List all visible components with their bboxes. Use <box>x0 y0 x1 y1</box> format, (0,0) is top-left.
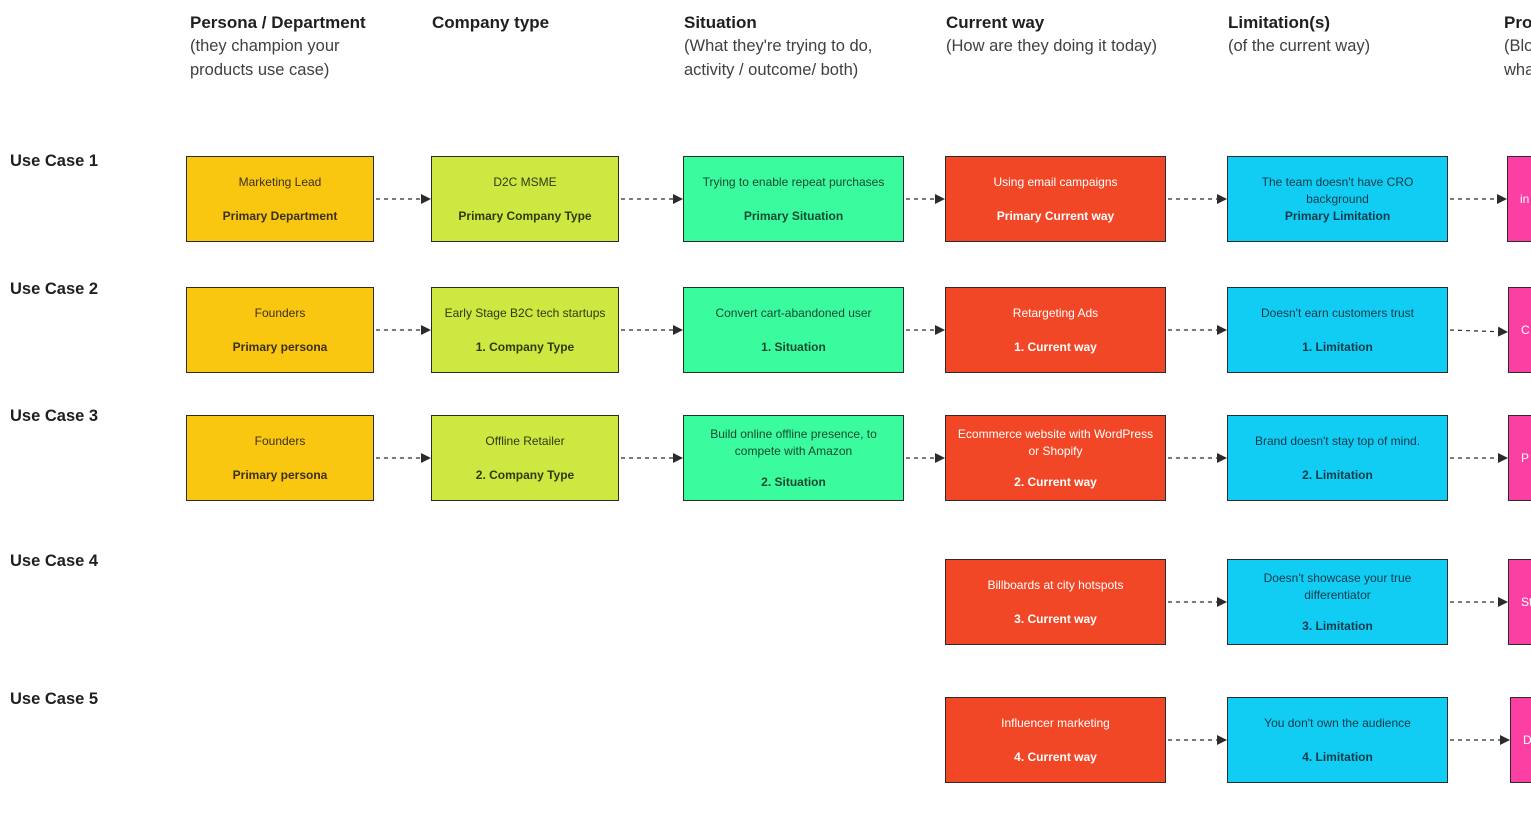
card-text: Founders <box>254 433 306 448</box>
card-product-5[interactable]: D <box>1510 697 1531 783</box>
card-situation-1[interactable]: Trying to enable repeat purchases Primar… <box>683 156 904 242</box>
card-current-1[interactable]: Using email campaigns Primary Current wa… <box>945 156 1166 242</box>
card-text: Retargeting Ads <box>1012 305 1099 320</box>
card-text: Marketing Lead <box>238 174 322 189</box>
card-product-1[interactable]: in <box>1507 156 1531 242</box>
header-situation: Situation (What they're trying to do, ac… <box>684 12 872 82</box>
card-tag: Primary Company Type <box>458 208 592 223</box>
card-limitation-1[interactable]: The team doesn't have CRO background Pri… <box>1227 156 1448 242</box>
arrow-r2-limitation-product <box>1449 326 1508 337</box>
card-tag: 2. Company Type <box>475 467 575 482</box>
card-tag: 3. Limitation <box>1302 618 1373 633</box>
card-company-3[interactable]: Offline Retailer 2. Company Type <box>431 415 619 501</box>
row-label-use-case-4: Use Case 4 <box>10 552 99 570</box>
header-company: Company type <box>432 12 549 34</box>
card-text: Founders <box>254 305 306 320</box>
card-tag: 3. Current way <box>1014 611 1097 626</box>
header-persona-sub-2: products use case) <box>190 61 330 79</box>
card-tag: Primary Current way <box>996 208 1115 223</box>
card-tag: 4. Current way <box>1014 749 1097 764</box>
card-tag: Primary persona <box>232 339 328 354</box>
card-persona-3[interactable]: Founders Primary persona <box>186 415 374 501</box>
card-text: Doesn't earn customers trust <box>1260 305 1415 320</box>
header-limitation: Limitation(s) (of the current way) <box>1228 12 1370 58</box>
card-tag: 1. Company Type <box>475 339 575 354</box>
header-situation-title: Situation <box>684 13 757 32</box>
card-situation-2[interactable]: Convert cart-abandoned user 1. Situation <box>683 287 904 373</box>
card-text: in <box>1520 191 1530 206</box>
card-tag: 2. Current way <box>1014 474 1097 489</box>
card-current-4[interactable]: Billboards at city hotspots 3. Current w… <box>945 559 1166 645</box>
row-label-use-case-3: Use Case 3 <box>10 407 99 425</box>
card-limitation-4[interactable]: Doesn't showcase your true differentiato… <box>1227 559 1448 645</box>
card-persona-1[interactable]: Marketing Lead Primary Department <box>186 156 374 242</box>
card-limitation-5[interactable]: You don't own the audience 4. Limitation <box>1227 697 1448 783</box>
header-product-sub-1: (Blo <box>1504 37 1531 55</box>
card-tag: 1. Situation <box>761 339 826 354</box>
header-product-sub-2: wha <box>1504 61 1531 79</box>
card-text: You don't own the audience <box>1264 715 1411 730</box>
card-limitation-2[interactable]: Doesn't earn customers trust 1. Limitati… <box>1227 287 1448 373</box>
card-tag: Primary Limitation <box>1284 208 1391 223</box>
card-tag: 1. Current way <box>1014 339 1097 354</box>
card-text: Offline Retailer <box>485 433 565 448</box>
header-persona: Persona / Department (they champion your… <box>190 12 366 82</box>
header-current-title: Current way <box>946 13 1045 32</box>
card-text: Early Stage B2C tech startups <box>444 305 606 320</box>
card-text: C <box>1521 322 1530 337</box>
card-tag: 4. Limitation <box>1302 749 1373 764</box>
card-limitation-3[interactable]: Brand doesn't stay top of mind. 2. Limit… <box>1227 415 1448 501</box>
card-text: Using email campaigns <box>993 174 1118 189</box>
header-situation-sub-2: activity / outcome/ both) <box>684 61 859 79</box>
card-tag: 1. Limitation <box>1302 339 1373 354</box>
card-current-3[interactable]: Ecommerce website with WordPress or Shop… <box>945 415 1166 501</box>
header-situation-sub-1: (What they're trying to do, <box>684 37 873 55</box>
card-product-3[interactable]: P <box>1508 415 1531 501</box>
card-persona-2[interactable]: Founders Primary persona <box>186 287 374 373</box>
card-text: D2C MSME <box>493 174 557 189</box>
card-text: Brand doesn't stay top of mind. <box>1254 433 1421 448</box>
card-text: Ecommerce website with WordPress or Shop… <box>957 426 1154 458</box>
header-product: Pro (Blo wha <box>1504 12 1531 82</box>
card-tag: Primary Department <box>222 208 338 223</box>
header-company-title: Company type <box>432 13 550 32</box>
card-text: D <box>1523 732 1531 747</box>
header-persona-sub-1: (they champion your <box>190 37 340 55</box>
card-current-5[interactable]: Influencer marketing 4. Current way <box>945 697 1166 783</box>
card-text: Trying to enable repeat purchases <box>702 174 885 189</box>
card-product-4[interactable]: St <box>1508 559 1531 645</box>
card-text: Influencer marketing <box>1001 715 1110 730</box>
card-company-1[interactable]: D2C MSME Primary Company Type <box>431 156 619 242</box>
card-tag: 2. Situation <box>761 474 826 489</box>
card-text: Build online offline presence, to compet… <box>710 426 877 458</box>
card-tag: 2. Limitation <box>1302 467 1373 482</box>
header-limitation-sub-1: (of the current way) <box>1228 37 1371 55</box>
card-company-2[interactable]: Early Stage B2C tech startups 1. Company… <box>431 287 619 373</box>
card-tag: Primary persona <box>232 467 328 482</box>
row-label-use-case-1: Use Case 1 <box>10 152 99 170</box>
card-tag: Primary Situation <box>743 208 844 223</box>
card-text: Convert cart-abandoned user <box>715 305 872 320</box>
row-label-use-case-2: Use Case 2 <box>10 280 99 298</box>
card-situation-3[interactable]: Build online offline presence, to compet… <box>683 415 904 501</box>
header-limitation-title: Limitation(s) <box>1228 13 1330 32</box>
card-current-2[interactable]: Retargeting Ads 1. Current way <box>945 287 1166 373</box>
header-current-sub-1: (How are they doing it today) <box>946 37 1157 55</box>
header-product-title: Pro <box>1504 13 1531 32</box>
header-current: Current way (How are they doing it today… <box>946 12 1157 58</box>
card-text: Doesn't showcase your true differentiato… <box>1263 570 1412 602</box>
card-product-2[interactable]: C <box>1508 287 1531 373</box>
card-text: P <box>1521 450 1530 465</box>
card-text: St <box>1521 594 1531 609</box>
card-text: Billboards at city hotspots <box>987 577 1124 592</box>
card-text: The team doesn't have CRO background <box>1261 174 1414 206</box>
row-label-use-case-5: Use Case 5 <box>10 690 99 708</box>
header-persona-title: Persona / Department <box>190 13 366 32</box>
